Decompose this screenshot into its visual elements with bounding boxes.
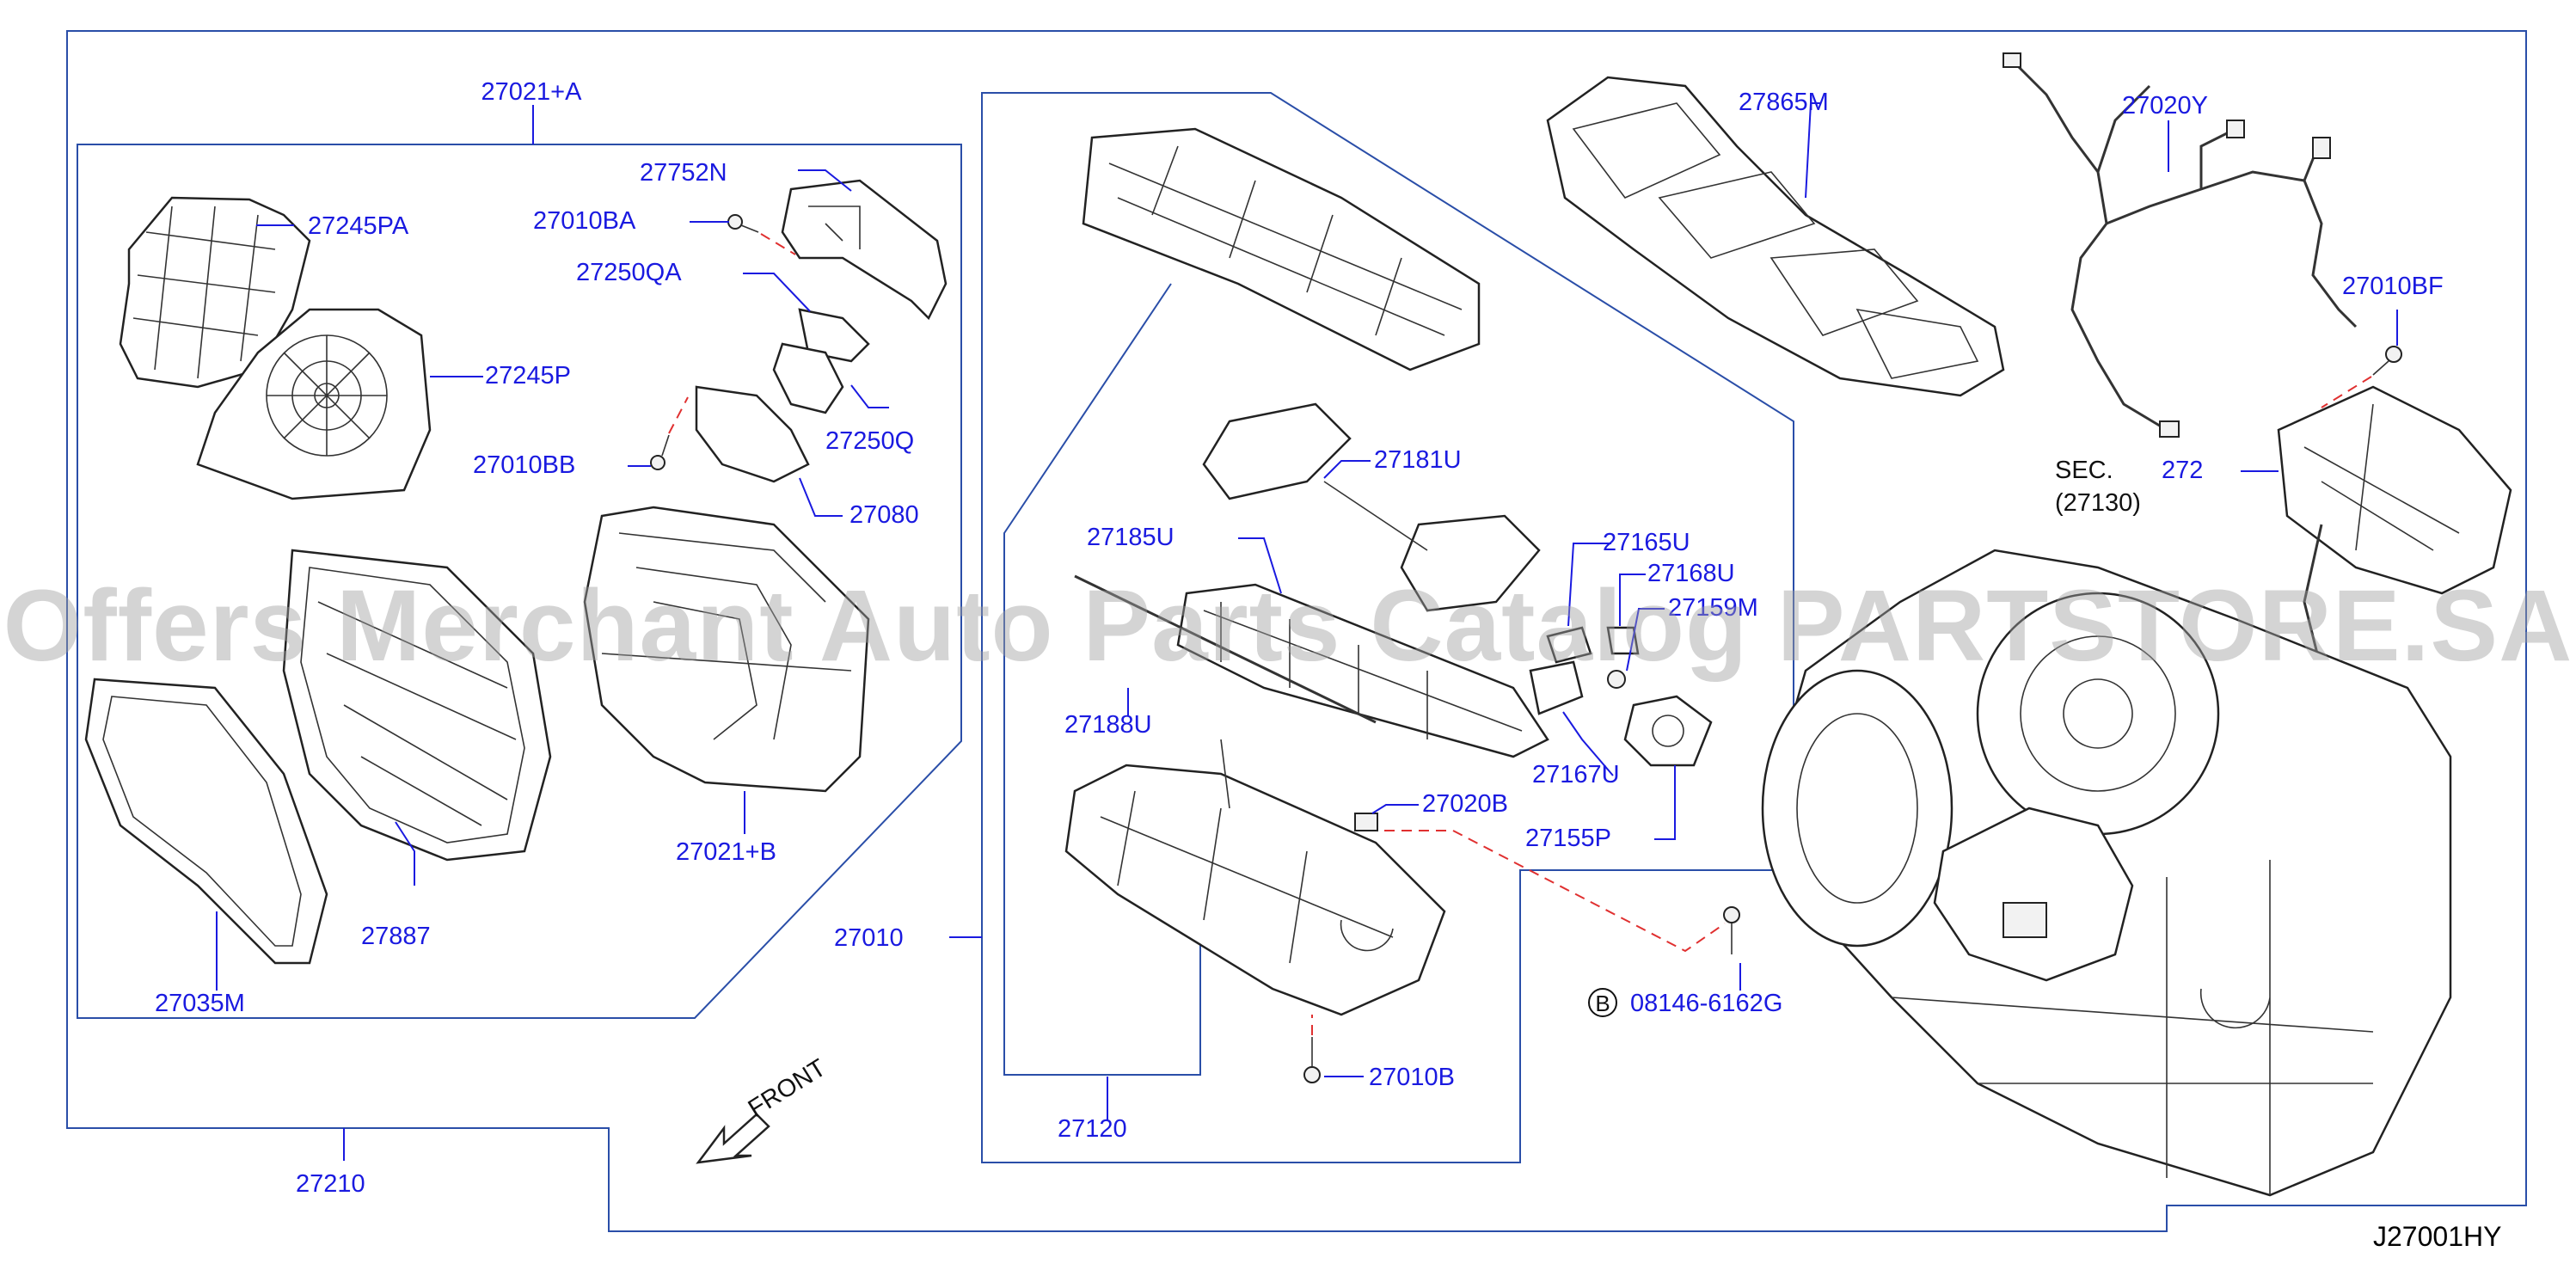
label-27245pa: 27245PA [308,212,409,240]
part-27165u [1546,626,1592,664]
label-27010b: 27010B [1369,1064,1455,1091]
label-27021a: 27021+A [481,78,583,106]
part-27020y [2003,52,2358,438]
part-27155p [1623,695,1713,767]
frame-27120 [1003,283,1201,1076]
frame-27021a [77,144,962,1019]
label-27168u: 27168U [1647,560,1735,587]
sec-number[interactable]: 272 [2162,457,2203,484]
part-27752n [781,179,948,321]
part-27887 [282,549,552,862]
part-27250q [772,342,844,414]
screw-27010bb [650,434,670,470]
dash-27010bf [2321,376,2372,408]
label-27120: 27120 [1058,1115,1127,1143]
screw-27010ba [727,214,759,233]
sec-sub: (27130) [2055,489,2141,517]
part-27245p [196,308,432,500]
label-27887: 27887 [361,923,431,950]
part-27185u [1176,583,1549,758]
part-27020b [1354,813,1378,831]
label-08146-6162g: 08146-6162G [1630,990,1782,1017]
label-27020b: 27020B [1422,790,1508,818]
part-27168u [1606,626,1640,655]
label-27210: 27210 [296,1170,365,1198]
part-27167u [1529,660,1584,715]
part-27021b [583,506,870,793]
screw-27010bf [2372,346,2402,376]
label-27159m: 27159M [1668,594,1758,622]
bolt-marker-circle [1588,988,1617,1017]
label-27250q: 27250Q [825,427,914,455]
screw-27010b [1303,1037,1321,1083]
part-27080 [695,385,810,483]
part-assembly-27210 [1761,549,2452,1197]
frame-27010 [981,92,1794,1163]
label-27167u: 27167U [1532,761,1620,788]
label-27010ba: 27010BA [533,207,636,235]
label-27021b: 27021+B [676,838,776,866]
label-27181u: 27181U [1374,446,1462,474]
part-27159m [1607,670,1626,689]
dash-27010ba [760,233,796,255]
label-27250qa: 27250QA [576,259,682,286]
part-27250qa [798,308,870,363]
bolt-08146-6162g [1723,906,1740,954]
dash-27020b-bolt [1384,830,1726,953]
label-27752n: 27752N [640,159,727,187]
part-27865m [1546,76,2005,397]
label-27080: 27080 [849,501,919,529]
bolt-marker-letter: B [1595,991,1610,1016]
part-27120-lower-case [1064,739,1446,1016]
front-arrow-icon [696,1113,770,1164]
label-27188u: 27188U [1064,711,1152,739]
front-label: FRONT [744,1054,831,1123]
label-27020y: 27020Y [2122,92,2208,120]
part-27181u [1202,402,1541,612]
label-27165u: 27165U [1603,529,1690,556]
label-27865m: 27865M [1739,89,1829,116]
label-27155p: 27155P [1525,825,1611,852]
diagram-code: J27001HY [2373,1221,2502,1252]
label-27010bb: 27010BB [473,451,575,479]
frame-27210 [66,30,2527,1232]
leader-lines [216,102,2398,1161]
part-27010-upper-case [1082,127,1481,371]
sec-prefix: SEC. [2055,457,2113,484]
label-27010: 27010 [834,924,904,952]
part-27035m [84,678,328,965]
part-27188u [1074,574,1377,724]
label-27245p: 27245P [485,362,571,390]
label-27185u: 27185U [1087,524,1175,551]
label-27010bf: 27010BF [2342,273,2444,300]
dash-27010bb [668,396,689,434]
label-27035m: 27035M [155,990,245,1017]
